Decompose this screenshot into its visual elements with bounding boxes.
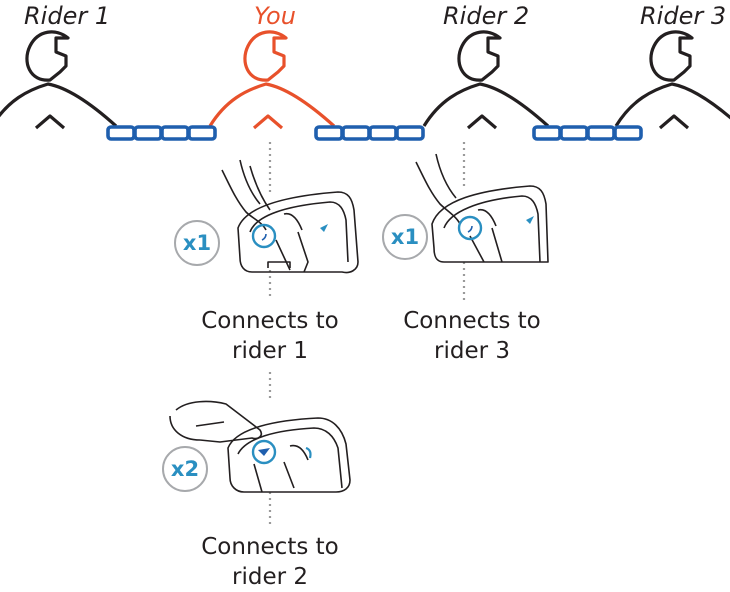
rider-2-icon <box>422 30 550 130</box>
step-3-caption: Connects to rider 2 <box>188 532 352 592</box>
dotted-connectors <box>268 142 466 526</box>
chain-link-rider1-you <box>106 125 217 141</box>
step-1-caption-line-2: rider 1 <box>232 338 308 364</box>
device-3-button <box>251 439 277 465</box>
you-rider-icon <box>208 30 336 130</box>
chain-link-you-rider2 <box>314 125 425 141</box>
chain-link-rider2-rider3 <box>532 125 643 141</box>
step-2-caption-line-2: rider 3 <box>434 338 510 364</box>
step-3-caption-line-1: Connects to <box>201 534 339 560</box>
device-1-button <box>251 223 277 249</box>
intercom-device-1 <box>221 159 359 274</box>
rider-3-icon <box>614 30 730 130</box>
step-2-caption: Connects to rider 3 <box>390 306 554 366</box>
rider-2-label: Rider 2 <box>443 2 530 30</box>
step-1-caption-line-1: Connects to <box>201 308 339 334</box>
rider-3-label: Rider 3 <box>640 2 727 30</box>
press-count-badge-3: x2 <box>162 446 208 492</box>
intercom-device-2 <box>415 153 549 263</box>
device-2-button <box>457 215 483 241</box>
you-label: You <box>254 2 296 30</box>
rider-1-icon <box>0 30 118 130</box>
step-3-caption-line-2: rider 2 <box>232 564 308 590</box>
press-count-badge-2: x1 <box>382 214 428 260</box>
rider-1-label: Rider 1 <box>24 2 111 30</box>
intercom-device-3 <box>169 400 351 493</box>
step-1-caption: Connects to rider 1 <box>188 306 352 366</box>
press-count-badge-1: x1 <box>174 220 220 266</box>
step-2-caption-line-1: Connects to <box>403 308 541 334</box>
